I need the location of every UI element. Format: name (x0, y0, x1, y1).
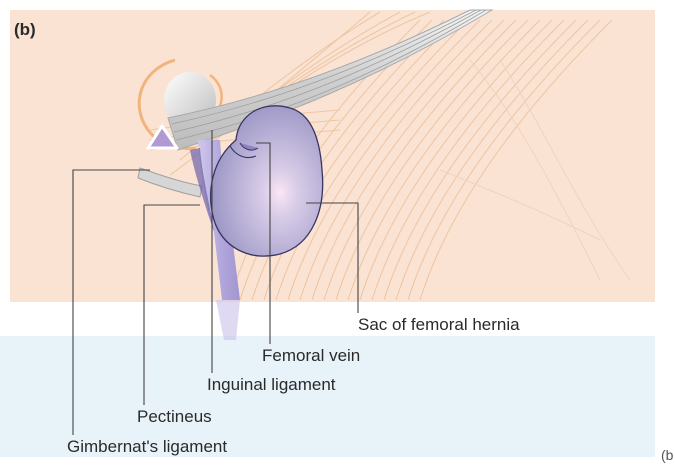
label-sac-of-femoral-hernia: Sac of femoral hernia (358, 315, 520, 335)
vessel-lower (216, 300, 240, 340)
cropped-edge-text: (b (661, 445, 673, 465)
label-pectineus: Pectineus (137, 407, 212, 427)
panel-letter: (b) (14, 20, 36, 40)
label-gimbernats-ligament: Gimbernat's ligament (67, 437, 227, 457)
label-femoral-vein: Femoral vein (262, 346, 360, 366)
background-upper (10, 10, 655, 302)
label-inguinal-ligament: Inguinal ligament (207, 375, 336, 395)
